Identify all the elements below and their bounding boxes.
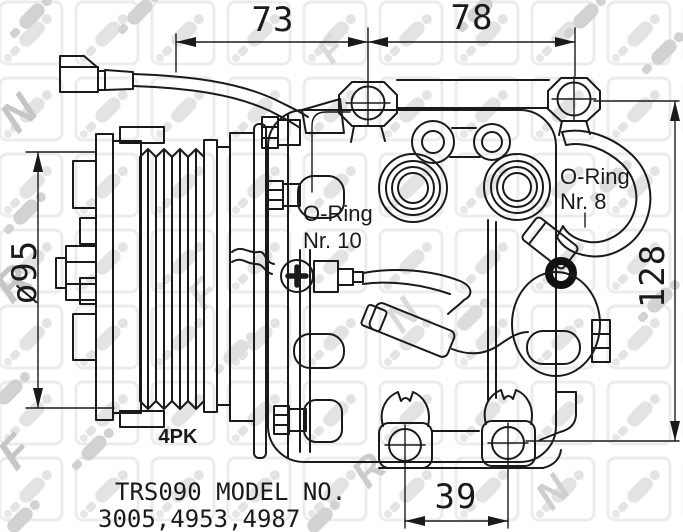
port-boss-right [449, 123, 551, 221]
mounting-foot-left [378, 391, 433, 469]
ground-screw-harness [280, 259, 529, 358]
dimension-73 [175, 27, 369, 85]
tube-loop [556, 129, 652, 258]
dimension-39-value: 39 [435, 477, 478, 517]
oring-port [490, 160, 544, 214]
dimension-lines [25, 27, 680, 529]
oring-10-port [385, 160, 441, 216]
oring-10-label-line2: Nr. 10 [303, 228, 362, 253]
model-number-line2: 3005,4953,4987 [98, 505, 300, 532]
oring-8-label-line2: Nr. 8 [560, 189, 606, 214]
dimension-128 [525, 100, 680, 442]
flange-bolts [261, 116, 307, 435]
belt-type-label: 4PK [159, 426, 198, 448]
pulley-clutch-assembly [55, 123, 275, 459]
wire-sleeve [368, 302, 456, 358]
dimension-39 [404, 459, 509, 529]
oring-8-label-line1: O-Ring [560, 164, 630, 189]
model-number-line1: TRS090 MODEL NO. [115, 478, 346, 506]
dimension-73-value: 73 [252, 0, 295, 40]
dimension-78-value: 78 [451, 0, 494, 38]
dimension-78 [367, 27, 576, 77]
lead-wire [132, 73, 309, 118]
dimension-diameter-value: ø95 [5, 240, 45, 304]
oring-10-label-line1: O-Ring [303, 201, 373, 226]
clutch-connector [59, 55, 345, 134]
dimension-128-value: 128 [633, 244, 673, 308]
mounting-lug-right [547, 76, 601, 136]
mounting-lug-left [338, 80, 398, 143]
pressure-sensor-assembly [511, 129, 652, 377]
belt-grooves [139, 148, 205, 410]
oring-10-leader-line [311, 111, 351, 193]
port-boss-left [378, 120, 455, 223]
annotations: 73 78 ø95 128 39 O-Ring Nr. 10 O-Ring Nr… [5, 0, 673, 532]
dimension-diameter-95 [25, 151, 115, 409]
